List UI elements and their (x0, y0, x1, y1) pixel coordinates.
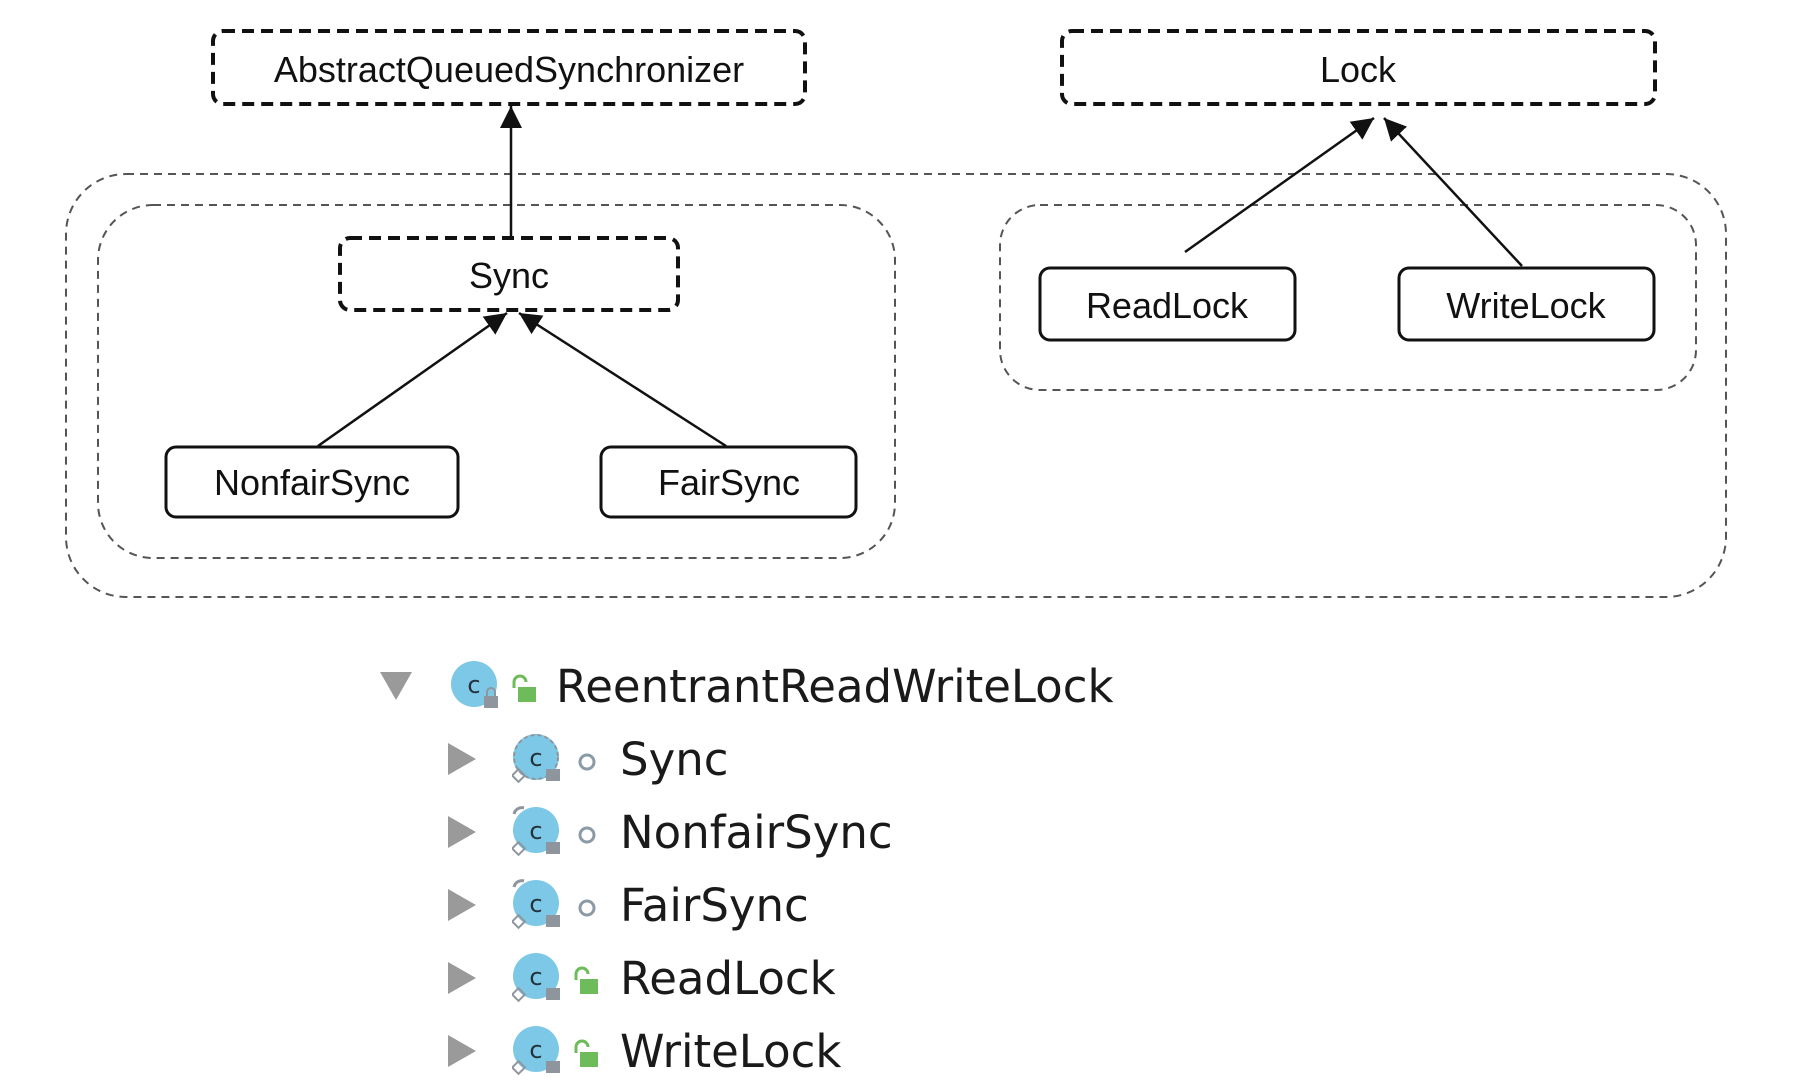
lock-node: Lock (1060, 29, 1657, 106)
tree-row-root[interactable]: c ReentrantReadWriteLock (380, 650, 1380, 723)
arrow-readlock-to-lock (1184, 116, 1375, 254)
collapsed-arrow-icon[interactable] (448, 1035, 476, 1067)
collapsed-arrow-icon[interactable] (448, 816, 476, 848)
structure-tree: c ReentrantReadWriteLock c Sync c (380, 650, 1380, 1088)
tree-item-label: ReadLock (620, 952, 836, 1005)
collapsed-arrow-icon[interactable] (448, 889, 476, 921)
package-private-icon (578, 753, 596, 771)
lock-label: Lock (1320, 49, 1397, 90)
static-class-locked-icon: c (512, 953, 560, 1003)
package-private-icon (578, 899, 596, 917)
tree-row-fair-sync[interactable]: c FairSync (380, 869, 1380, 942)
sync-group-container (97, 204, 896, 559)
tree-item-label: FairSync (620, 879, 809, 932)
lock-group-container (999, 204, 1697, 391)
nonfair-sync-label: NonfairSync (214, 462, 410, 503)
static-class-locked-icon: c (512, 1026, 560, 1076)
svg-text:c: c (529, 890, 542, 918)
write-lock-label: WriteLock (1446, 285, 1606, 326)
tree-item-label: WriteLock (620, 1025, 842, 1078)
arrow-fair-to-sync (518, 311, 727, 448)
tree-row-sync[interactable]: c Sync (380, 723, 1380, 796)
read-lock-node: ReadLock (1038, 266, 1297, 342)
fair-sync-label: FairSync (658, 462, 800, 503)
public-icon (512, 674, 536, 702)
public-icon (574, 966, 598, 994)
tree-root-label: ReentrantReadWriteLock (556, 660, 1114, 713)
nonfair-sync-node: NonfairSync (164, 445, 460, 519)
expanded-arrow-icon[interactable] (380, 672, 412, 700)
tree-row-read-lock[interactable]: c ReadLock (380, 942, 1380, 1015)
class-locked-icon: c (451, 661, 498, 708)
tree-row-write-lock[interactable]: c WriteLock (380, 1015, 1380, 1088)
aqs-node: AbstractQueuedSynchronizer (211, 29, 807, 106)
collapsed-arrow-icon[interactable] (448, 962, 476, 994)
tree-item-label: Sync (620, 733, 729, 786)
tree-row-nonfair-sync[interactable]: c NonfairSync (380, 796, 1380, 869)
static-class-locked-icon: c (512, 879, 560, 930)
fair-sync-node: FairSync (599, 445, 858, 519)
collapsed-arrow-icon[interactable] (448, 743, 476, 775)
arrow-nonfair-to-sync (317, 311, 508, 448)
tree-item-label: NonfairSync (620, 806, 893, 859)
sync-label: Sync (469, 255, 549, 296)
write-lock-node: WriteLock (1397, 266, 1656, 342)
class-hierarchy-diagram: AbstractQueuedSynchronizer Lock Sync Non… (65, 29, 1727, 598)
abstract-class-locked-icon: c (512, 734, 560, 784)
svg-text:c: c (529, 1036, 542, 1064)
public-icon (574, 1039, 598, 1067)
svg-text:c: c (529, 744, 542, 772)
static-class-locked-icon: c (512, 806, 560, 857)
sync-node: Sync (338, 236, 680, 312)
svg-text:c: c (529, 817, 542, 845)
arrow-writelock-to-lock (1383, 117, 1523, 267)
package-private-icon (578, 826, 596, 844)
read-lock-label: ReadLock (1086, 285, 1249, 326)
svg-text:c: c (529, 963, 542, 991)
outer-group-container (65, 173, 1727, 598)
aqs-label: AbstractQueuedSynchronizer (274, 49, 744, 90)
svg-text:c: c (467, 671, 480, 699)
